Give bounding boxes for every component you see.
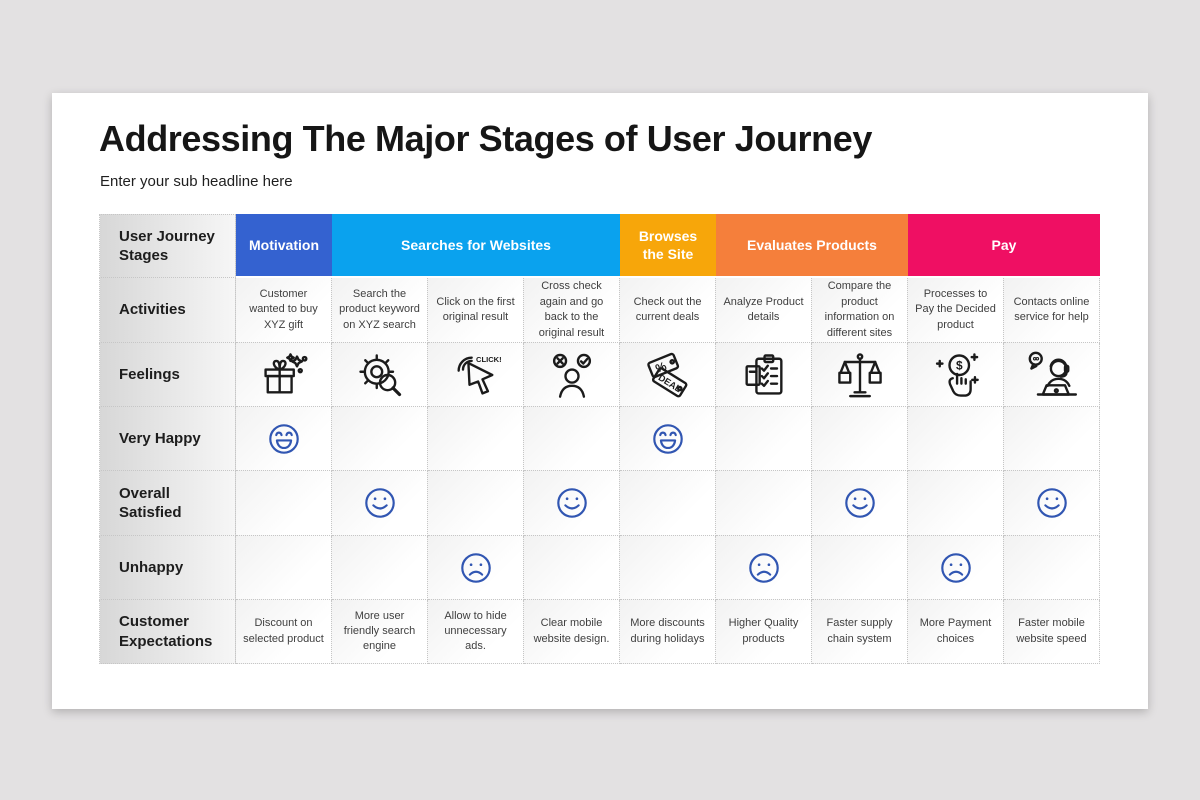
activities-row-label: Activities [99, 278, 236, 344]
feeling-cell [236, 343, 332, 408]
activity-cell: Contacts online service for help [1004, 278, 1100, 344]
slide-card: Addressing The Major Stages of User Jour… [52, 93, 1148, 709]
activity-cell: Cross check again and go back to the ori… [524, 278, 620, 344]
mood-cell [620, 536, 716, 601]
satisfied-emoji-icon [555, 486, 589, 520]
activity-cell: Check out the current deals [620, 278, 716, 344]
mood-cell [908, 471, 1004, 537]
mood-cell [812, 536, 908, 601]
mood-cell [908, 536, 1004, 601]
search-gear-icon [354, 349, 406, 401]
unhappy-emoji-icon [747, 551, 781, 585]
stage-header-searches: Searches for Websites [332, 214, 620, 279]
mood-cell [716, 536, 812, 601]
mood-cell [620, 407, 716, 472]
feeling-cell: $ [908, 343, 1004, 408]
activity-cell: Analyze Product details [716, 278, 812, 344]
satisfied-emoji-icon [1035, 486, 1069, 520]
customer-expectations-row-label: Customer Expectations [99, 600, 236, 665]
mood-cell [428, 536, 524, 601]
feeling-cell: %DEAL [620, 343, 716, 408]
expectation-cell: Faster supply chain system [812, 600, 908, 665]
mood-cell [236, 407, 332, 472]
stage-header-evaluates: Evaluates Products [716, 214, 908, 279]
balance-scale-icon [834, 349, 886, 401]
page-subtitle: Enter your sub headline here [100, 173, 293, 191]
mood-cell [332, 471, 428, 537]
stage-header-browses: Browses the Site [620, 214, 716, 279]
unhappy-emoji-icon [459, 551, 493, 585]
activity-cell: Processes to Pay the Decided product [908, 278, 1004, 344]
mood-cell [908, 407, 1004, 472]
mood-cell [620, 471, 716, 537]
expectation-cell: More user friendly search engine [332, 600, 428, 665]
very-happy-emoji-icon [651, 422, 685, 456]
very-happy-row-label: Very Happy [99, 407, 236, 472]
mood-cell [428, 471, 524, 537]
stage-header-motivation: Motivation [236, 214, 332, 279]
support-agent-icon [1026, 349, 1078, 401]
mood-cell [812, 407, 908, 472]
mood-cell [524, 536, 620, 601]
overall-satisfied-row-label: Overall Satisfied [99, 471, 236, 537]
feeling-cell [524, 343, 620, 408]
feeling-cell [812, 343, 908, 408]
activity-cell: Customer wanted to buy XYZ gift [236, 278, 332, 344]
mood-cell [716, 407, 812, 472]
activity-cell: Click on the first original result [428, 278, 524, 344]
unhappy-row-label: Unhappy [99, 536, 236, 601]
expectation-cell: More Payment choices [908, 600, 1004, 665]
svg-text:CLICK!: CLICK! [476, 355, 502, 364]
activity-cell: Search the product keyword on XYZ search [332, 278, 428, 344]
mood-cell [524, 407, 620, 472]
click-cursor-icon: CLICK! [450, 349, 502, 401]
expectation-cell: Higher Quality products [716, 600, 812, 665]
pay-click-icon: $ [930, 349, 982, 401]
mood-cell [812, 471, 908, 537]
mood-cell [1004, 407, 1100, 472]
mood-cell [332, 407, 428, 472]
mood-cell [332, 536, 428, 601]
feeling-cell [1004, 343, 1100, 408]
mood-cell [1004, 471, 1100, 537]
expectation-cell: Allow to hide unnecessary ads. [428, 600, 524, 665]
unhappy-emoji-icon [939, 551, 973, 585]
expectation-cell: Discount on selected product [236, 600, 332, 665]
mood-cell [236, 471, 332, 537]
very-happy-emoji-icon [267, 422, 301, 456]
mood-cell [1004, 536, 1100, 601]
activity-cell: Compare the product information on diffe… [812, 278, 908, 344]
feelings-row-label: Feelings [99, 343, 236, 408]
gift-icon [258, 349, 310, 401]
feeling-cell [332, 343, 428, 408]
feeling-cell [716, 343, 812, 408]
satisfied-emoji-icon [363, 486, 397, 520]
corner-header-cell: User Journey Stages [99, 214, 236, 279]
mood-cell [524, 471, 620, 537]
feeling-cell: CLICK! [428, 343, 524, 408]
deal-tags-icon: %DEAL [642, 349, 694, 401]
decision-person-icon [546, 349, 598, 401]
expectation-cell: Clear mobile website design. [524, 600, 620, 665]
mood-cell [716, 471, 812, 537]
user-journey-table: User Journey Stages Motivation Searches … [99, 214, 1100, 665]
page-title: Addressing The Major Stages of User Jour… [99, 118, 872, 159]
checklist-icon [738, 349, 790, 401]
expectation-cell: Faster mobile website speed [1004, 600, 1100, 665]
stage-header-pay: Pay [908, 214, 1100, 279]
mood-cell [428, 407, 524, 472]
mood-cell [236, 536, 332, 601]
svg-text:$: $ [955, 358, 962, 372]
satisfied-emoji-icon [843, 486, 877, 520]
expectation-cell: More discounts during holidays [620, 600, 716, 665]
